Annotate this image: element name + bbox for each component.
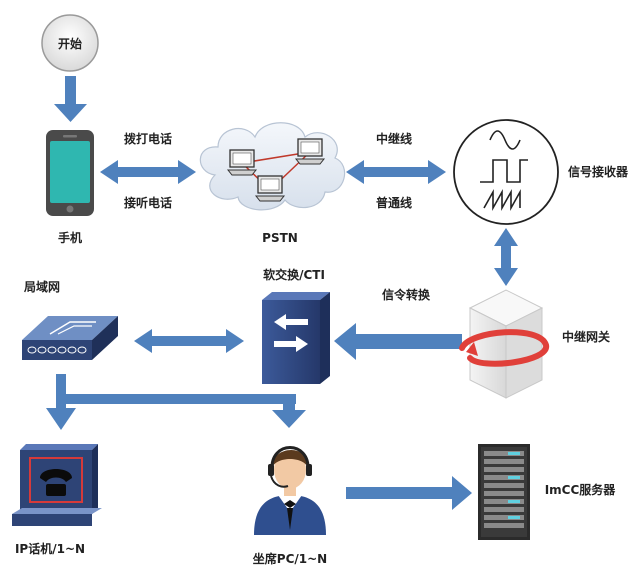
computer-icon [294,138,326,165]
lan-label: 局域网 [24,279,60,294]
arrow-phone-pstn [100,160,196,184]
pstn-cloud-icon [199,122,346,211]
softswitch-icon [262,292,330,384]
arrows [46,76,518,510]
branch-line [56,394,296,404]
trunk-gateway-label: 中继网关 [562,329,610,344]
phone-label: 手机 [58,230,82,245]
server-rack-icon [478,444,530,540]
ip-phone-icon [12,444,102,526]
start-node: 开始 [41,14,99,72]
mobile-phone-icon [46,130,94,216]
trunk-gateway-icon [459,289,549,399]
edge-dial-out-label: 拨打电话 [124,131,172,146]
ip-phone-label: IP话机/1~N [15,541,85,556]
softswitch-label: 软交换/CTI [263,267,325,282]
agent-label: 坐席PC/1~N [253,551,327,566]
computer-icon [226,149,258,176]
receiver-label: 信号接收器 [568,164,629,179]
lan-hub-icon [22,316,118,360]
arrow-agent-to-imcc [346,476,472,510]
edge-ordinary-line-label: 普通线 [376,195,412,210]
arrow-branch-to-agent [272,399,306,428]
start-label: 开始 [58,36,82,51]
signal-receiver-icon [453,119,559,225]
arrow-gateway-to-softswitch [334,323,462,360]
edge-answer-label: 接听电话 [124,195,172,210]
edge-trunk-line-label: 中继线 [376,131,412,146]
pstn-label: PSTN [262,231,298,245]
arrow-pstn-receiver [346,160,446,184]
arrow-start-to-phone [54,76,87,122]
edge-signal-conversion-label: 信令转换 [382,287,431,302]
arrow-receiver-gateway [494,228,518,286]
computer-icon [254,175,286,202]
imcc-label: ImCC服务器 [545,482,617,497]
arrow-lan-softswitch [134,329,244,353]
agent-icon [254,446,326,535]
